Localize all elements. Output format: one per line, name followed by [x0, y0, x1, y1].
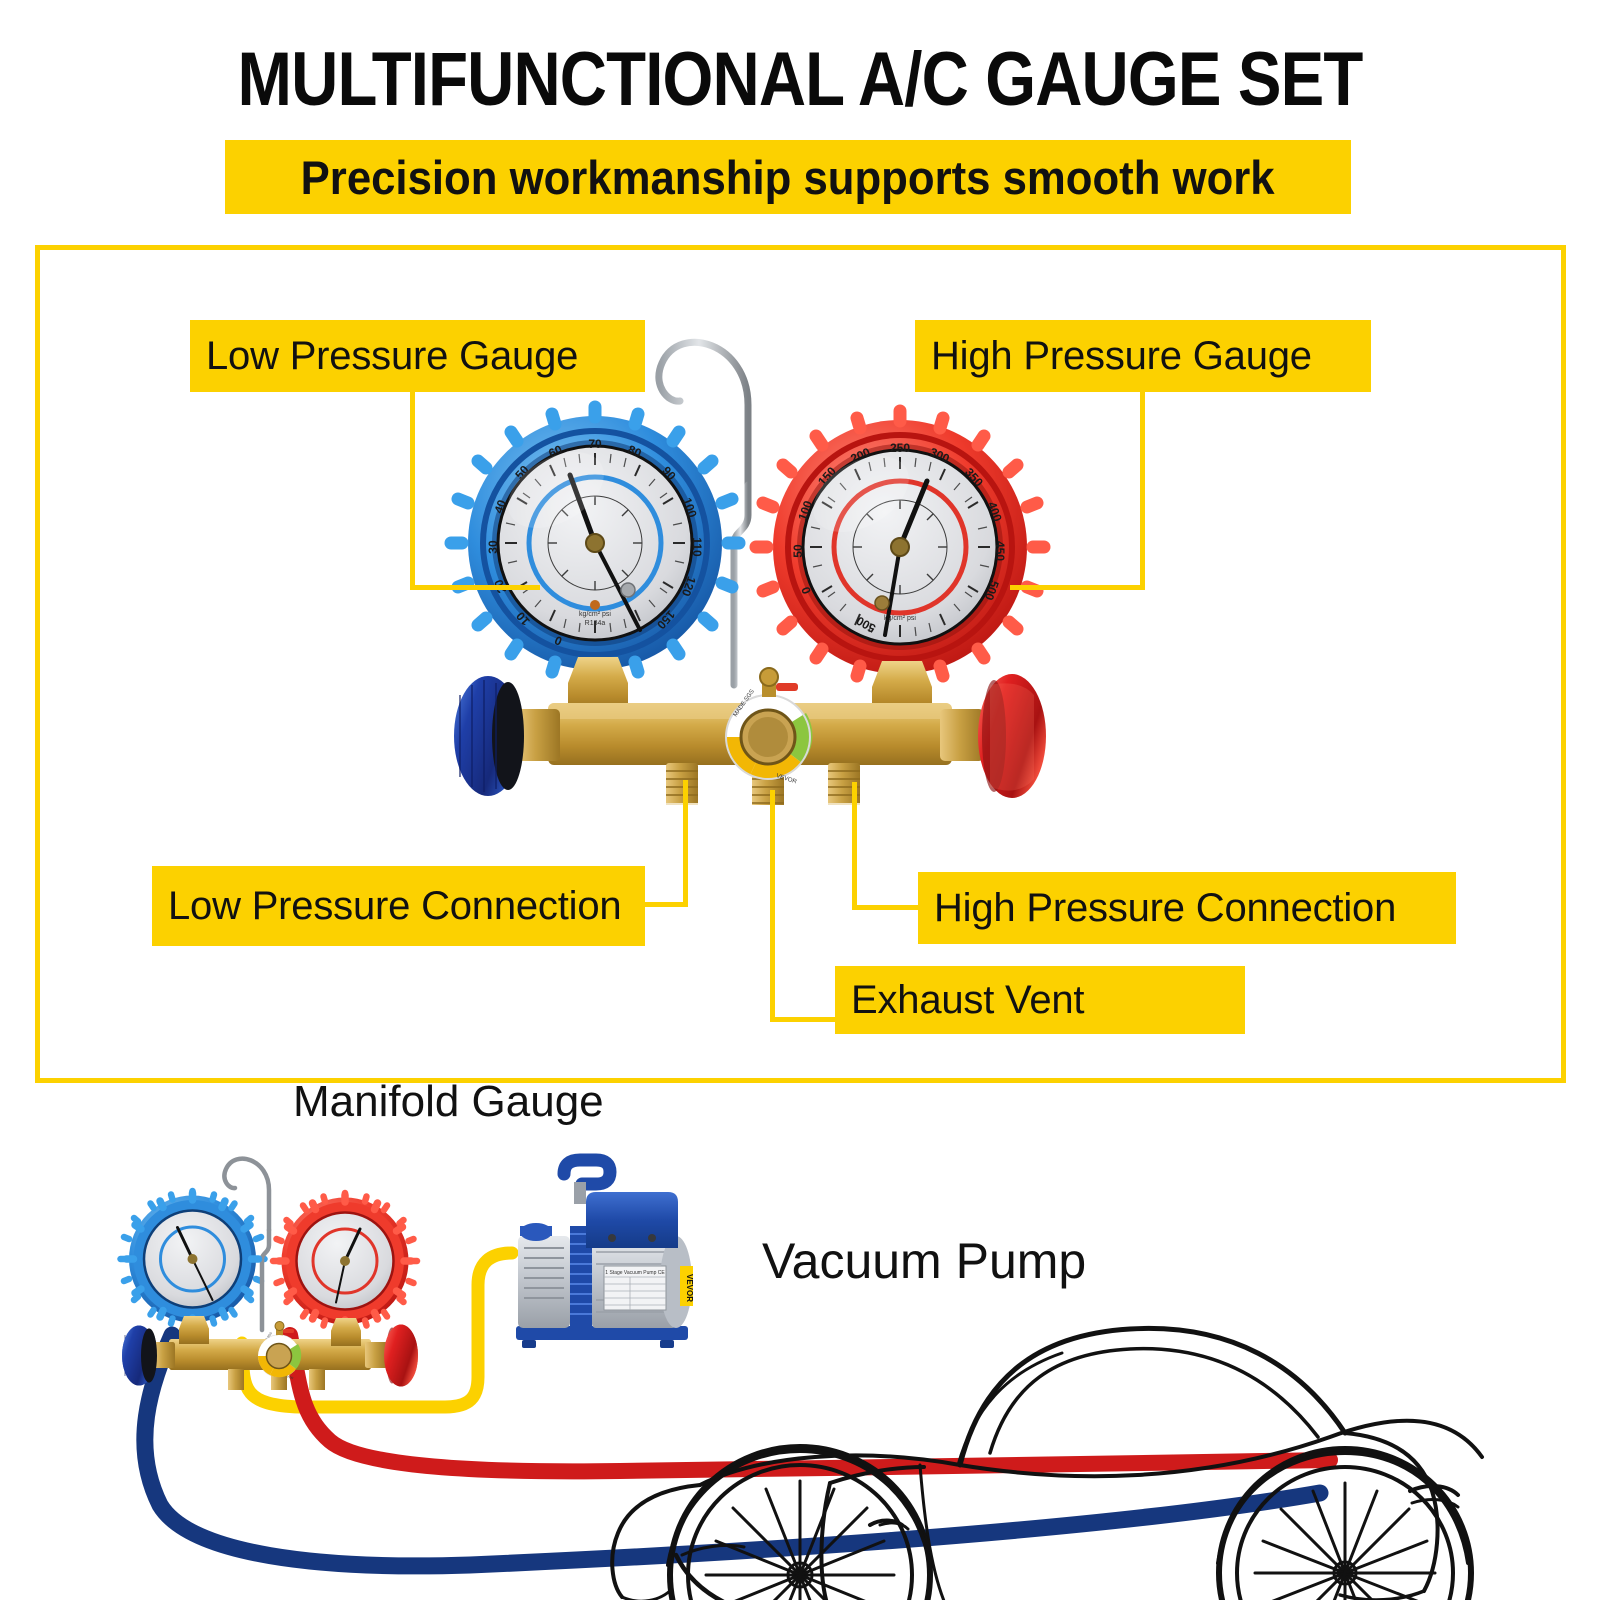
svg-text:80: 80	[626, 442, 644, 460]
leader-line-high-gauge-vertical	[1140, 390, 1145, 590]
leader-line-high-connection-horizontal	[852, 905, 920, 910]
high-pressure-knob	[978, 674, 1046, 798]
svg-text:40: 40	[491, 498, 509, 516]
subtitle-banner: Precision workmanship supports smooth wo…	[225, 140, 1351, 214]
callout-label: Low Pressure Connection	[168, 883, 622, 928]
leader-line-low-connection-horizontal	[645, 902, 688, 907]
leader-line-high-connection-vertical	[852, 782, 857, 910]
callout-label: Exhaust Vent	[851, 977, 1085, 1022]
high-pressure-port	[828, 763, 860, 805]
svg-text:30: 30	[486, 540, 500, 554]
car-outline	[610, 1325, 1484, 1600]
leader-line-exhaust-vertical	[770, 790, 775, 1022]
leader-line-low-gauge-vertical	[410, 390, 415, 590]
low-pressure-knob	[454, 676, 524, 796]
svg-text:400: 400	[985, 500, 1005, 524]
callout-label: High Pressure Gauge	[931, 333, 1312, 378]
high-pressure-gauge-dial: 250 200 150 100 50 0 300 350 400 450 500…	[749, 404, 1051, 690]
callout-high-pressure-connection: High Pressure Connection	[918, 872, 1456, 944]
vacuum-pump-image: 1 Stage Vacuum Pump CE VEVOR	[516, 1153, 694, 1348]
pump-brand-badge: VEVOR	[685, 1274, 694, 1302]
callout-label: Low Pressure Gauge	[206, 333, 579, 378]
svg-text:450: 450	[993, 541, 1007, 561]
callout-exhaust-vent: Exhaust Vent	[835, 966, 1245, 1034]
leader-line-high-gauge-horizontal	[1010, 585, 1145, 590]
pump-spec-plate-title: 1 Stage Vacuum Pump CE	[605, 1270, 665, 1276]
red-hose	[282, 1327, 1338, 1480]
label-manifold-gauge: Manifold Gauge	[293, 1077, 604, 1126]
svg-text:100: 100	[680, 496, 700, 520]
svg-text:100: 100	[795, 499, 815, 523]
svg-text:250: 250	[890, 441, 910, 455]
svg-text:110: 110	[690, 537, 704, 557]
svg-text:50: 50	[791, 544, 805, 558]
callout-low-pressure-gauge: Low Pressure Gauge	[190, 320, 645, 392]
svg-text:500: 500	[982, 579, 1002, 603]
blue-hose	[136, 1326, 1329, 1575]
svg-text:60: 60	[546, 442, 564, 460]
callout-low-pressure-connection: Low Pressure Connection	[152, 866, 645, 946]
front-wheel	[667, 1444, 933, 1600]
low-pressure-port	[666, 763, 698, 805]
subtitle-text: Precision workmanship supports smooth wo…	[301, 150, 1275, 204]
yellow-hose	[235, 1246, 519, 1414]
bottom-connection-diagram	[136, 1246, 1484, 1600]
svg-text:70: 70	[588, 437, 602, 451]
leader-line-exhaust-horizontal	[770, 1017, 838, 1022]
svg-text:kg/cm² psi: kg/cm² psi	[884, 615, 916, 622]
leader-line-low-gauge-horizontal	[410, 585, 540, 590]
svg-text:R134a: R134a	[585, 620, 606, 627]
callout-high-pressure-gauge: High Pressure Gauge	[915, 320, 1371, 392]
label-vacuum-pump: Vacuum Pump	[762, 1233, 1087, 1289]
low-pressure-gauge-dial: 70 60 50 40 30 20 10 0 80 90 100 110 120…	[444, 400, 746, 686]
manifold-body: MADE SGS VEVOR	[486, 657, 1014, 805]
manifold-gauge-product-image: 70 60 50 40 30 20 10 0 80 90 100 110 120…	[444, 338, 1051, 805]
svg-text:120: 120	[679, 575, 699, 599]
manifold-gauge-small-image	[110, 1130, 430, 1390]
callout-label: High Pressure Connection	[934, 885, 1397, 930]
rear-wheel	[1216, 1446, 1474, 1600]
page-title: MULTIFUNCTIONAL A/C GAUGE SET	[237, 37, 1364, 122]
svg-text:kg/cm² psi: kg/cm² psi	[579, 611, 611, 618]
svg-text:0: 0	[798, 585, 814, 596]
leader-line-low-connection-vertical	[683, 780, 688, 907]
